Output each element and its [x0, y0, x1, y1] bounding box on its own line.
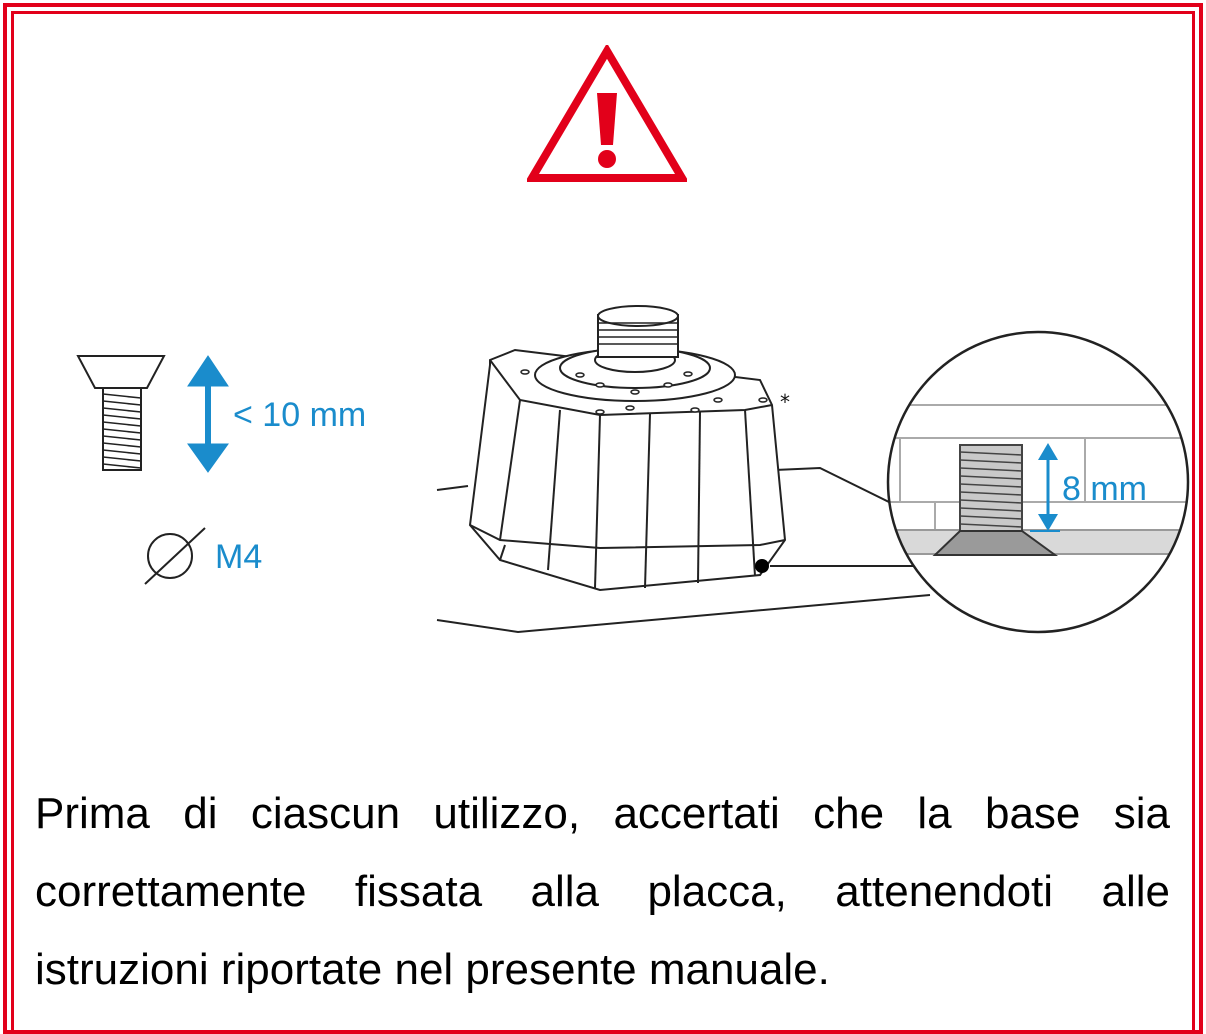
- warning-triangle-icon: [527, 45, 687, 182]
- detail-marker-asterisk: *: [780, 390, 790, 414]
- mounting-illustration: [76, 305, 1190, 634]
- detail-marker-dot: [755, 559, 769, 573]
- diameter-icon: [144, 527, 206, 585]
- length-arrow: [187, 355, 229, 473]
- screw-drawing: [76, 355, 166, 471]
- safety-notice-text: Prima di ciascun utilizzo, accertati che…: [35, 789, 1170, 994]
- wheel-base-drawing: [468, 305, 787, 592]
- mounting-plate: [436, 466, 931, 634]
- depth-label: 8 mm: [1062, 470, 1147, 508]
- detail-zoom-circle: [888, 332, 1188, 632]
- screw-length-label: < 10 mm: [233, 396, 367, 434]
- thread-size-label: M4: [215, 538, 263, 576]
